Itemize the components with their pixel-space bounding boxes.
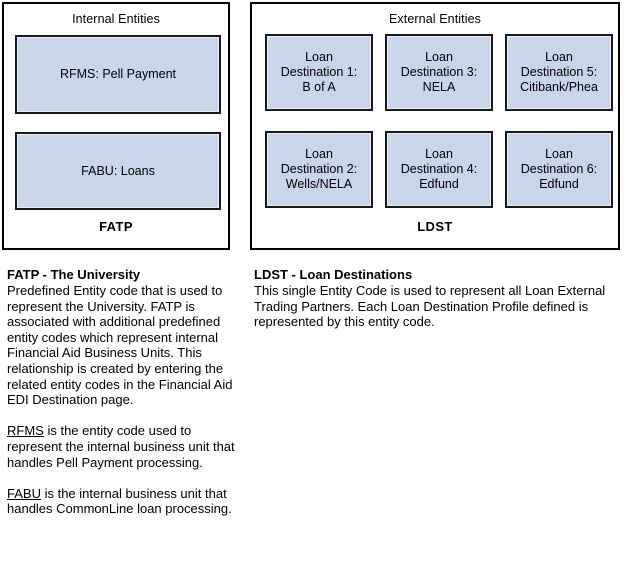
ldst-description-column: LDST - Loan Destinations This single Ent… — [254, 267, 622, 330]
fatp-fabu-note: FABU is the internal business unit that … — [7, 486, 235, 517]
fatp-body-paragraph: Predefined Entity code that is used to r… — [7, 283, 233, 408]
entity-box-loan-destination-1: Loan Destination 1: B of A — [265, 34, 373, 111]
ldst-body-paragraph: This single Entity Code is used to repre… — [254, 283, 606, 330]
internal-entities-footer-code: FATP — [99, 219, 133, 234]
internal-entities-panel: Internal Entities RFMS: Pell Payment FAB… — [2, 2, 230, 250]
fabu-term: FABU — [7, 485, 41, 501]
fatp-heading: FATP - The University — [7, 267, 141, 282]
entity-box-loan-destination-5: Loan Destination 5: Citibank/Phea — [505, 34, 613, 111]
entity-box-fabu: FABU: Loans — [15, 132, 221, 210]
fabu-note-body: is the internal business unit that handl… — [7, 485, 232, 517]
rfms-term: RFMS — [7, 423, 44, 439]
external-entities-panel: External Entities Loan Destination 1: B … — [250, 2, 620, 250]
entity-box-loan-destination-4: Loan Destination 4: Edfund — [385, 131, 493, 208]
entity-box-loan-destination-6: Loan Destination 6: Edfund — [505, 131, 613, 208]
external-entities-footer-code: LDST — [417, 219, 453, 234]
fatp-description-column: FATP - The University Predefined Entity … — [7, 267, 235, 517]
fatp-rfms-note: RFMS is the entity code used to represen… — [7, 423, 235, 470]
internal-entities-title: Internal Entities — [72, 12, 160, 26]
entity-box-rfms: RFMS: Pell Payment — [15, 35, 221, 114]
rfms-note-body: is the entity code used to represent the… — [7, 423, 235, 470]
ldst-heading: LDST - Loan Destinations — [254, 267, 413, 282]
entity-box-loan-destination-3: Loan Destination 3: NELA — [385, 34, 493, 111]
external-entities-title: External Entities — [388, 12, 482, 26]
entity-box-loan-destination-2: Loan Destination 2: Wells/NELA — [265, 131, 373, 208]
